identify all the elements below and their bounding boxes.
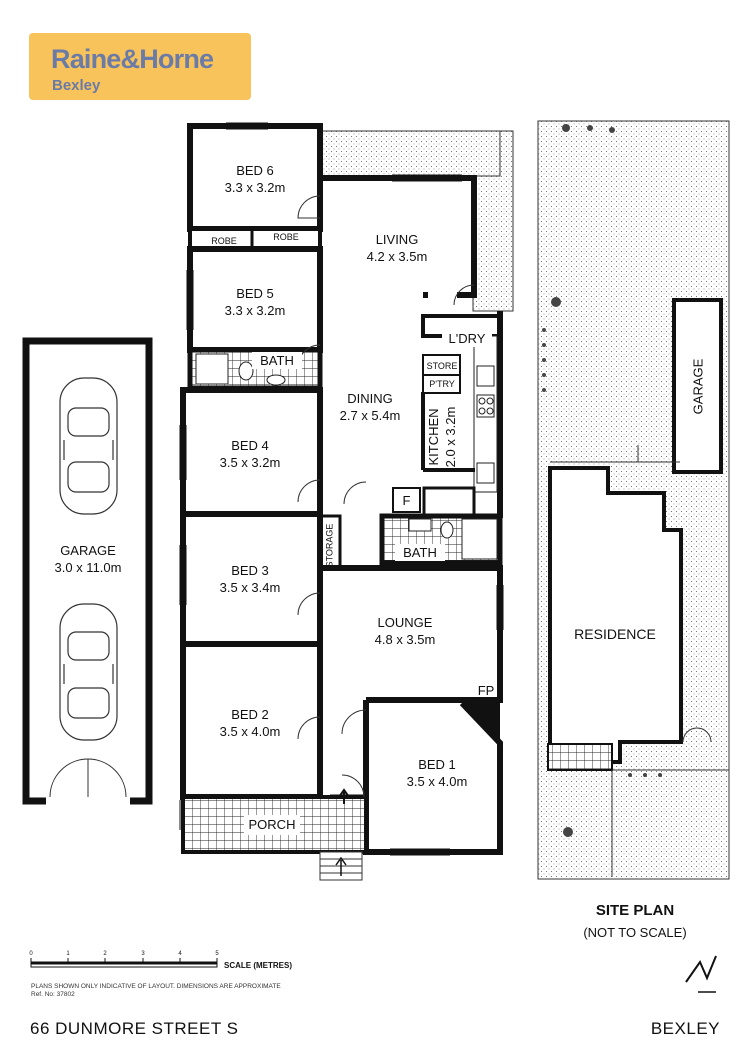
room-size: 2.7 x 5.4m [339, 408, 401, 423]
room-bed6: BED 6 3.3 x 3.2m [205, 162, 305, 196]
robe-label: ROBE [211, 236, 237, 246]
disclaimer-line: PLANS SHOWN ONLY INDICATIVE OF LAYOUT. D… [31, 983, 281, 990]
room-living: LIVING 4.2 x 3.5m [347, 231, 447, 265]
scale-bar [30, 958, 218, 968]
site-garage-label: GARAGE [690, 358, 706, 415]
scale-label: SCALE (METRES) [224, 961, 292, 970]
scale-tick: 4 [178, 951, 182, 957]
room-kitchen: KITCHEN 2.0 x 3.2m [425, 392, 459, 482]
laundry-label: L'DRY [442, 330, 492, 347]
room-size: 4.2 x 3.5m [366, 249, 428, 264]
room-bed1: BED 1 3.5 x 4.0m [387, 756, 487, 790]
room-garage: GARAGE 3.0 x 11.0m [38, 542, 138, 576]
fireplace-label: FP [477, 683, 495, 698]
site-plan [537, 120, 730, 880]
reference-number: Ref. No: 37802 [31, 991, 75, 998]
room-name: LOUNGE [377, 615, 433, 630]
room-size: 3.3 x 3.2m [224, 303, 286, 318]
property-suburb: BEXLEY [650, 1019, 720, 1038]
room-size: 3.0 x 11.0m [54, 560, 122, 575]
brand-office: Bexley [52, 77, 101, 94]
car-icon [59, 603, 118, 741]
site-residence-label: RESIDENCE [574, 626, 656, 642]
brand-logo: Raine&Horne Bexley [29, 33, 251, 100]
scale-tick: 5 [215, 951, 219, 957]
room-bed5: BED 5 3.3 x 3.2m [205, 285, 305, 319]
room-name: KITCHEN [426, 408, 441, 466]
scale-tick: 0 [29, 951, 33, 957]
room-bed3: BED 3 3.5 x 3.4m [200, 562, 300, 596]
room-name: BED 2 [231, 707, 269, 722]
room-dining: DINING 2.7 x 5.4m [320, 390, 420, 424]
room-name: GARAGE [60, 543, 116, 558]
scale-tick: 3 [141, 951, 145, 957]
room-size: 3.5 x 4.0m [406, 774, 468, 789]
room-name: LIVING [375, 232, 419, 247]
fridge-label: F [402, 493, 411, 508]
room-size: 3.5 x 3.4m [219, 580, 281, 595]
site-plan-title: SITE PLAN [595, 902, 675, 919]
site-plan-subtitle: (NOT TO SCALE) [583, 925, 687, 940]
porch-label: PORCH [248, 817, 296, 832]
room-size: 2.0 x 3.2m [443, 406, 458, 468]
room-size: 3.3 x 3.2m [224, 180, 286, 195]
room-size: 4.8 x 3.5m [374, 632, 436, 647]
north-arrow-icon [685, 955, 717, 993]
house-walls [179, 122, 514, 881]
room-name: BED 5 [236, 286, 274, 301]
room-name: BED 4 [231, 438, 269, 453]
disclaimer: PLANS SHOWN ONLY INDICATIVE OF LAYOUT. D… [31, 983, 281, 999]
room-name: BED 3 [231, 563, 269, 578]
storage-label: STORAGE [324, 523, 335, 568]
bath-label: BATH [252, 352, 302, 369]
store-label: STORE [426, 361, 458, 371]
property-address: 66 DUNMORE STREET S [30, 1019, 239, 1038]
room-bed2: BED 2 3.5 x 4.0m [200, 706, 300, 740]
room-name: BED 1 [418, 757, 456, 772]
room-bed4: BED 4 3.5 x 3.2m [200, 437, 300, 471]
pantry-label: P'TRY [429, 379, 455, 389]
room-size: 3.5 x 4.0m [219, 724, 281, 739]
car-icon [59, 377, 118, 515]
bath-label: BATH [395, 544, 445, 561]
garage-building [22, 337, 153, 805]
robe-label: ROBE [273, 232, 299, 242]
room-size: 3.5 x 3.2m [219, 455, 281, 470]
room-name: BED 6 [236, 163, 274, 178]
scale-tick: 2 [103, 951, 107, 957]
scale-tick: 1 [66, 951, 70, 957]
room-lounge: LOUNGE 4.8 x 3.5m [355, 614, 455, 648]
room-name: DINING [347, 391, 393, 406]
brand-name: Raine&Horne [51, 44, 214, 74]
